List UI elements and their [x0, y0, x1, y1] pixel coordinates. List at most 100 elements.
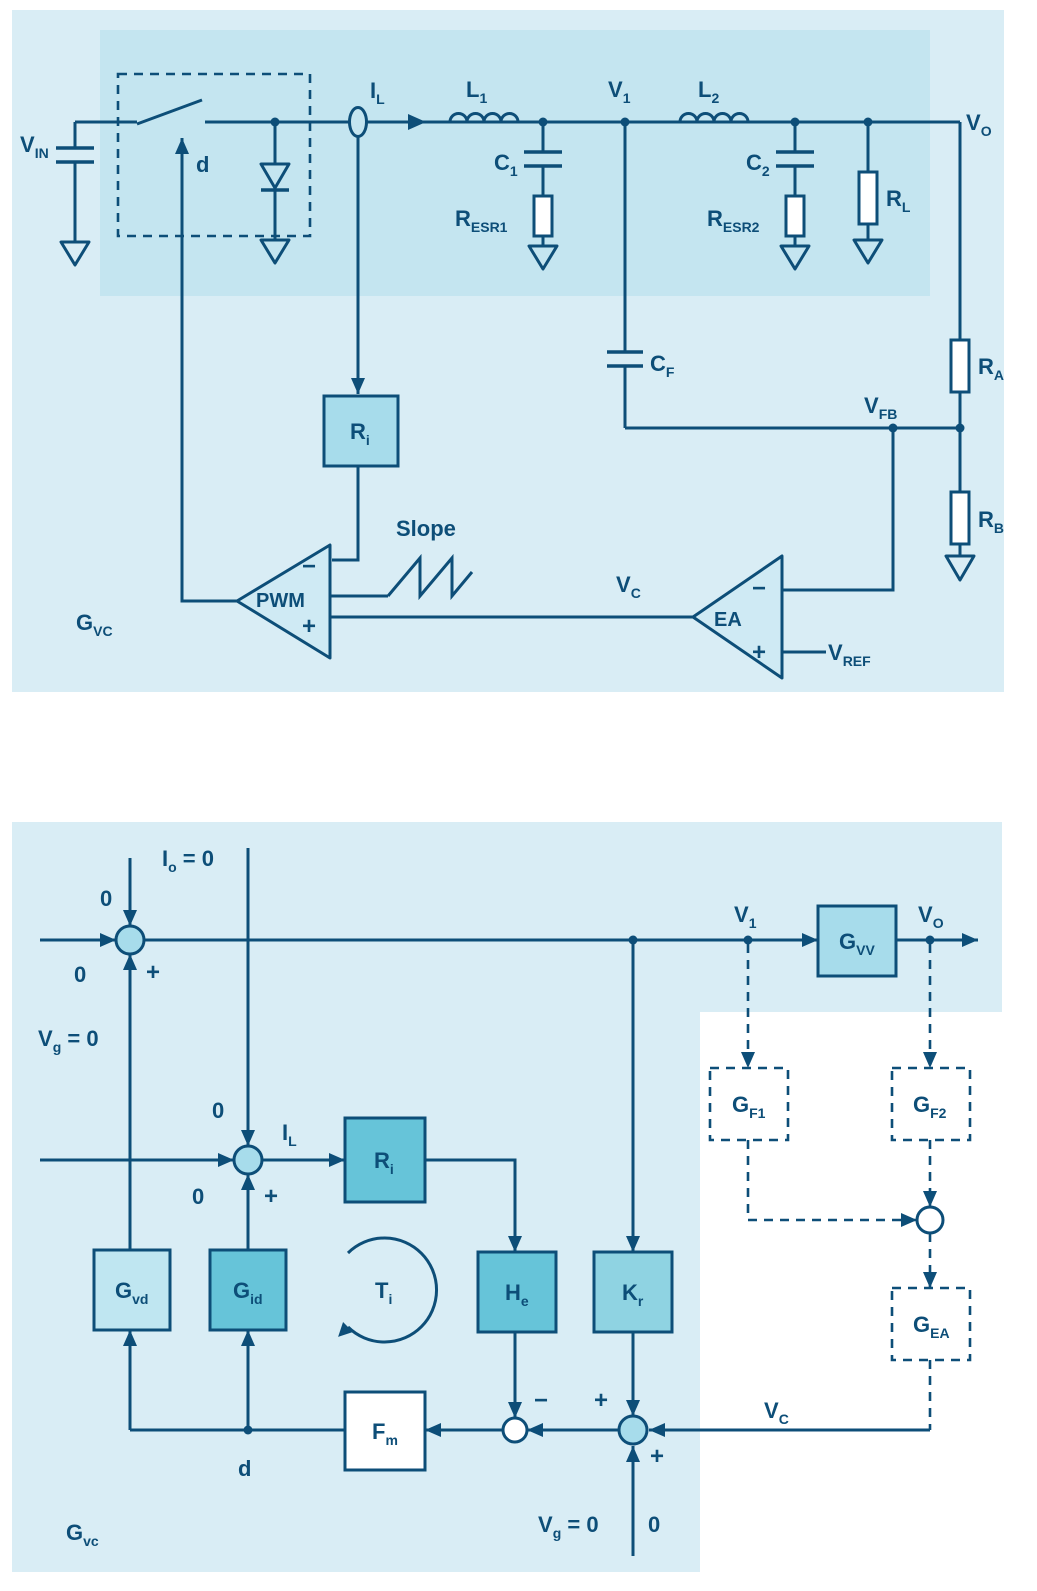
pwm-comparator: [235, 543, 474, 660]
label-fm: Fm: [372, 1419, 398, 1448]
label-l1: L1: [466, 77, 487, 106]
plus-sign-s1: +: [146, 959, 160, 986]
label-c2: C2: [746, 150, 770, 179]
c1-branch: [524, 117, 562, 271]
label-vo: VO: [966, 110, 992, 139]
schematic-diagram: VIN d IL L1 V1 L2 VO C1 RESR1 C2 RESR2 R…: [20, 72, 1004, 680]
summing-node-output: [114, 924, 146, 956]
block-gvd: [92, 1248, 172, 1332]
label-d-bottom: d: [238, 1456, 251, 1481]
label-rl: RL: [886, 186, 911, 215]
ground-symbol-diode: [259, 238, 291, 265]
zero-label-s2-left: 0: [192, 1184, 204, 1209]
label-vg-eq-0-top: Vg = 0: [38, 1026, 99, 1055]
label-vref: VREF: [828, 640, 871, 669]
pwm-triangle: [235, 543, 332, 660]
block-gf1-dashed: [708, 1066, 790, 1142]
label-vin: VIN: [20, 132, 49, 161]
label-gf2: GF2: [913, 1092, 947, 1121]
label-vg-eq-0-bottom: Vg = 0: [538, 1512, 599, 1541]
label-gea: GEA: [913, 1312, 950, 1341]
error-amplifier: [330, 554, 826, 680]
gf1-to-sum5-dashed: [746, 1140, 917, 1227]
pwm-plus-sign: +: [302, 613, 316, 640]
block-diagram: Io = 0 0 0 + Vg = 0 0 0 + IL V1 VO GVV G…: [38, 846, 978, 1556]
inductor-l1: [448, 112, 520, 123]
label-io-eq-0: Io = 0: [162, 846, 214, 875]
label-vfb: VFB: [864, 393, 897, 422]
block-ri-gain: [322, 394, 400, 468]
ground-symbol-vin: [59, 240, 91, 267]
summing-node-inductor: [232, 1144, 264, 1176]
load-branch: [852, 117, 884, 265]
label-gvv: GVV: [839, 929, 875, 958]
label-c1: C1: [494, 150, 518, 179]
label-rb: RB: [978, 507, 1004, 536]
label-ti: Ti: [375, 1278, 392, 1307]
bottom-panel-background: [12, 822, 1002, 1572]
label-v1: V1: [608, 77, 631, 106]
ground-symbol-rb: [944, 554, 976, 582]
label-il: IL: [370, 78, 385, 107]
block-gid: [208, 1248, 288, 1332]
label-gvd: Gvd: [115, 1278, 148, 1307]
ground-symbol-rl: [852, 238, 884, 265]
minus-sign-he: −: [534, 1387, 548, 1414]
label-d: d: [196, 152, 209, 177]
resistor-resr2: [784, 194, 806, 238]
label-il-bottom: IL: [282, 1120, 297, 1149]
ea-plus-sign: +: [752, 639, 766, 666]
plus-sign-kr: +: [594, 1387, 608, 1414]
current-probe-loop: [348, 106, 368, 138]
duty-cycle-drive-line: [175, 138, 237, 603]
pwm-minus-sign: −: [302, 553, 316, 580]
zero-label-s1-left: 0: [74, 962, 86, 987]
label-he: He: [505, 1280, 529, 1309]
node-dot-kr-tap: [628, 935, 638, 945]
vin-source: [56, 122, 94, 267]
label-resr2: RESR2: [707, 206, 760, 235]
ri-output-line: [332, 466, 360, 562]
block-gf2-dashed: [890, 1066, 972, 1142]
summing-node-he: [501, 1416, 529, 1444]
resistor-rb: [949, 490, 971, 546]
node-dot-d: [243, 1425, 253, 1435]
ea-triangle: [691, 554, 784, 680]
label-gvc-bottom: Gvc: [66, 1520, 99, 1549]
zero-label-s1-top: 0: [100, 886, 112, 911]
inductor-l2: [678, 112, 750, 123]
summing-node-vc: [617, 1414, 649, 1446]
block-gvv: [816, 904, 898, 978]
block-fm: [343, 1390, 427, 1472]
plus-sign-vc: +: [650, 1443, 664, 1470]
label-vo-bottom: VO: [918, 902, 944, 931]
label-slope: Slope: [396, 516, 456, 541]
resistor-rl: [857, 170, 879, 226]
node-dot-vo: [925, 935, 935, 945]
resistor-resr1: [532, 194, 554, 238]
dashed-feedback-network: [741, 944, 937, 1430]
label-gvc-top: GVC: [76, 610, 113, 639]
resistor-ra: [949, 338, 971, 394]
label-ra: RA: [978, 354, 1004, 383]
block-kr: [592, 1250, 674, 1334]
node-dot-v1: [743, 935, 753, 945]
label-v1-bottom: V1: [734, 902, 757, 931]
label-ri-bottom: Ri: [374, 1148, 394, 1177]
slope-sawtooth: [386, 553, 474, 601]
label-vc: VC: [616, 572, 641, 601]
label-gf1: GF1: [732, 1092, 766, 1121]
summing-node-feedback: [915, 1205, 945, 1235]
ground-symbol-c2: [779, 244, 811, 271]
ground-symbol-c1: [527, 244, 559, 271]
plus-sign-s2: +: [264, 1183, 278, 1210]
label-pwm: PWM: [256, 590, 305, 612]
ea-minus-sign: −: [752, 575, 766, 602]
zero-label-s2-top: 0: [212, 1098, 224, 1123]
label-l2: L2: [698, 77, 719, 106]
zero-label-sum4: 0: [648, 1512, 660, 1537]
label-kr: Kr: [622, 1280, 644, 1309]
switch-cell-dashed-box: [116, 72, 312, 238]
label-gid: Gid: [233, 1278, 263, 1307]
